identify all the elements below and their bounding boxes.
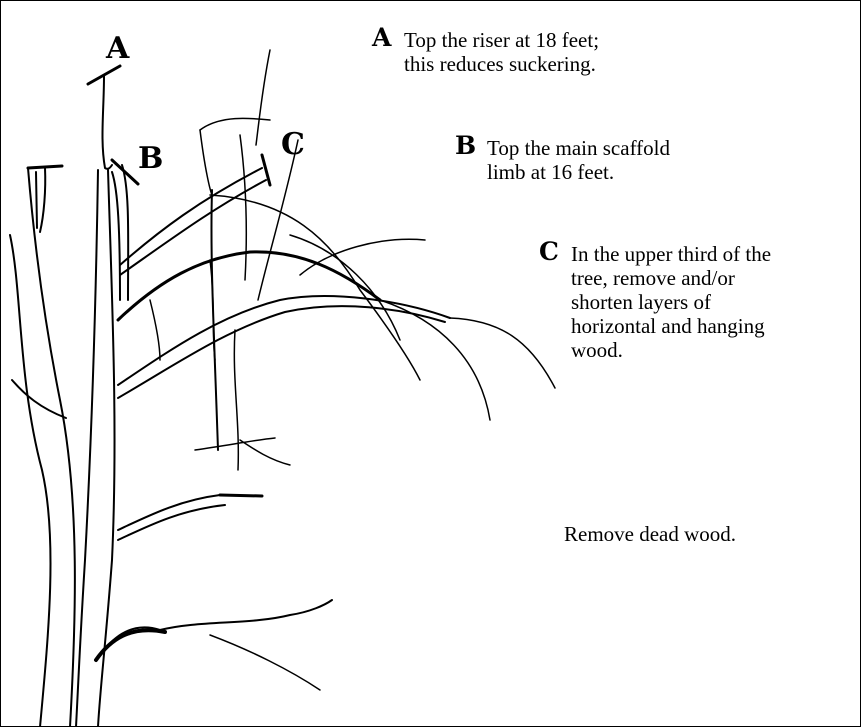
upright-3 [256, 50, 270, 145]
label-a: A [106, 34, 129, 64]
riser [102, 76, 112, 169]
note-a: A Top the riser at 18 feet; this reduces… [372, 28, 599, 76]
upright-2 [200, 130, 212, 195]
main-trunk-left [76, 170, 98, 727]
note-c-line-4: horizontal and hanging [571, 314, 771, 338]
scaffold-limb [112, 165, 128, 300]
base-twig [210, 635, 320, 690]
base-branch [96, 600, 332, 660]
note-c-line-1: In the upper third of the [571, 242, 771, 266]
dead-wood-label: Remove dead wood. [564, 522, 736, 547]
note-b-line-1: Top the main scaffold [487, 136, 670, 160]
note-c: C In the upper third of the tree, remove… [539, 242, 771, 362]
upright-1 [211, 190, 218, 450]
label-b: B [138, 144, 163, 174]
sprout-1 [150, 300, 160, 360]
note-a-line-2: this reduces suckering. [404, 52, 599, 76]
note-c-line-5: wood. [571, 338, 771, 362]
hanging-5 [300, 239, 425, 275]
note-a-line-1: Top the riser at 18 feet; [404, 28, 599, 52]
lower-limb [118, 495, 225, 540]
note-b-key: B [455, 134, 476, 158]
hanging-3 [210, 195, 420, 380]
note-c-line-3: shorten layers of [571, 290, 771, 314]
dead-stub [36, 168, 45, 232]
left-trunk-inner [28, 168, 75, 727]
note-a-key: A [372, 26, 391, 50]
dead-cut [28, 166, 62, 168]
hanging-2 [380, 300, 490, 420]
lower-twigs [195, 330, 290, 470]
lower-limb-end [220, 495, 262, 496]
upright-4 [240, 135, 246, 280]
note-b-line-2: limb at 16 feet. [487, 160, 670, 184]
note-b: B Top the main scaffold limb at 16 feet. [455, 136, 670, 184]
note-c-line-2: tree, remove and/or [571, 266, 771, 290]
label-c: C [281, 130, 305, 160]
note-c-key: C [539, 240, 559, 264]
